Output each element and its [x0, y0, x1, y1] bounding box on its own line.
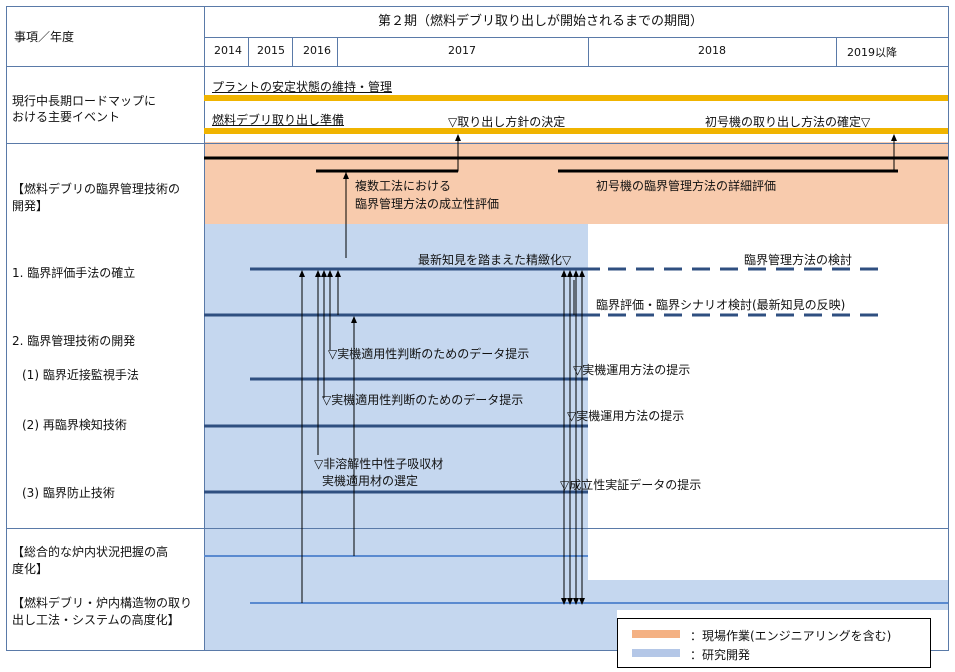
site-work-region: [204, 142, 948, 224]
milestone-policy: ▽取り出し方針の決定: [448, 115, 566, 129]
year-2016: 2016: [303, 44, 331, 57]
critical-section-label-2: 開発】: [12, 199, 49, 213]
legend-label-site-work: ：現場作業(エンジニアリングを含む): [690, 629, 892, 643]
research-region-left: [204, 224, 588, 610]
item1-label: 1. 臨界評価手法の確立: [12, 266, 136, 280]
table-grid: [6, 6, 949, 651]
legend-swatch-research: [632, 649, 680, 657]
year-2019-onward: 2019以降: [847, 46, 897, 59]
project2-label-1: 【燃料デブリ・炉内構造物の取り: [12, 596, 193, 610]
legend-swatch-site-work: [632, 630, 680, 638]
sub2-note1: ▽実機適用性判断のためのデータ提示: [322, 393, 524, 407]
research-lines: [204, 267, 884, 494]
task1-label-2: 臨界管理方法の成立性評価: [355, 197, 500, 211]
arrow-heads: [299, 134, 897, 605]
legend: ：現場作業(エンジニアリングを含む) ：研究開発: [617, 618, 931, 668]
item1-future: 臨界管理方法の検討: [744, 253, 853, 267]
sub1-note1: ▽実機適用性判断のためのデータ提示: [328, 347, 530, 361]
sub2-note2: ▽実機運用方法の提示: [567, 409, 685, 423]
arrow-connectors: [301, 272, 583, 603]
roadmap-bar-2: [204, 128, 948, 134]
project1-label-1: 【総合的な炉内状況把握の高: [12, 545, 169, 559]
item1-future2: 臨界評価・臨界シナリオ検討(最新知見の反映): [596, 298, 846, 312]
event-debris-prep: 燃料デブリ取り出し準備: [212, 113, 345, 127]
sub3-note1-1: ▽非溶解性中性子吸収材: [314, 457, 444, 471]
item2-label: 2. 臨界管理技術の開発: [12, 334, 136, 348]
year-2014: 2014: [214, 44, 242, 57]
event-plant-maintenance: プラントの安定状態の維持・管理: [212, 80, 393, 94]
research-region-bottom: [204, 610, 617, 650]
milestone-first-unit: 初号機の取り出し方法の確定▽: [705, 115, 871, 129]
task2-label: 初号機の臨界管理方法の詳細評価: [596, 179, 777, 193]
phase-title: 第２期（燃料デブリ取り出しが開始されるまでの期間）: [378, 14, 704, 29]
roadmap-row-label-2: おける主要イベント: [12, 110, 121, 124]
roadmap-bar-1: [204, 95, 948, 101]
corner-label: 事項／年度: [14, 30, 75, 44]
sub3-note2: ▽成立性実証データの提示: [560, 478, 702, 492]
project2-label-2: 出し工法・システムの高度化】: [12, 613, 180, 627]
item1-note: 最新知見を踏まえた精緻化▽: [418, 253, 572, 267]
sub3-label: (3) 臨界防止技術: [22, 486, 115, 500]
sub1-note2: ▽実機運用方法の提示: [573, 363, 691, 377]
sub2-label: (2) 再臨界検知技術: [22, 418, 127, 432]
sub3-note1-2: 実機適用材の選定: [322, 474, 419, 488]
year-2015: 2015: [257, 44, 285, 57]
sub1-label: (1) 臨界近接監視手法: [22, 368, 139, 382]
year-2017: 2017: [448, 44, 476, 57]
legend-label-research: ：研究開発: [690, 648, 751, 662]
critical-section-label-1: 【燃料デブリの臨界管理技術の: [12, 182, 181, 196]
task1-label-1: 複数工法における: [355, 179, 452, 193]
year-2018: 2018: [698, 44, 726, 57]
research-region-right: [588, 580, 948, 610]
roadmap-row-label-1: 現行中長期ロードマップに: [12, 94, 157, 108]
project1-label-2: 度化】: [12, 562, 49, 576]
